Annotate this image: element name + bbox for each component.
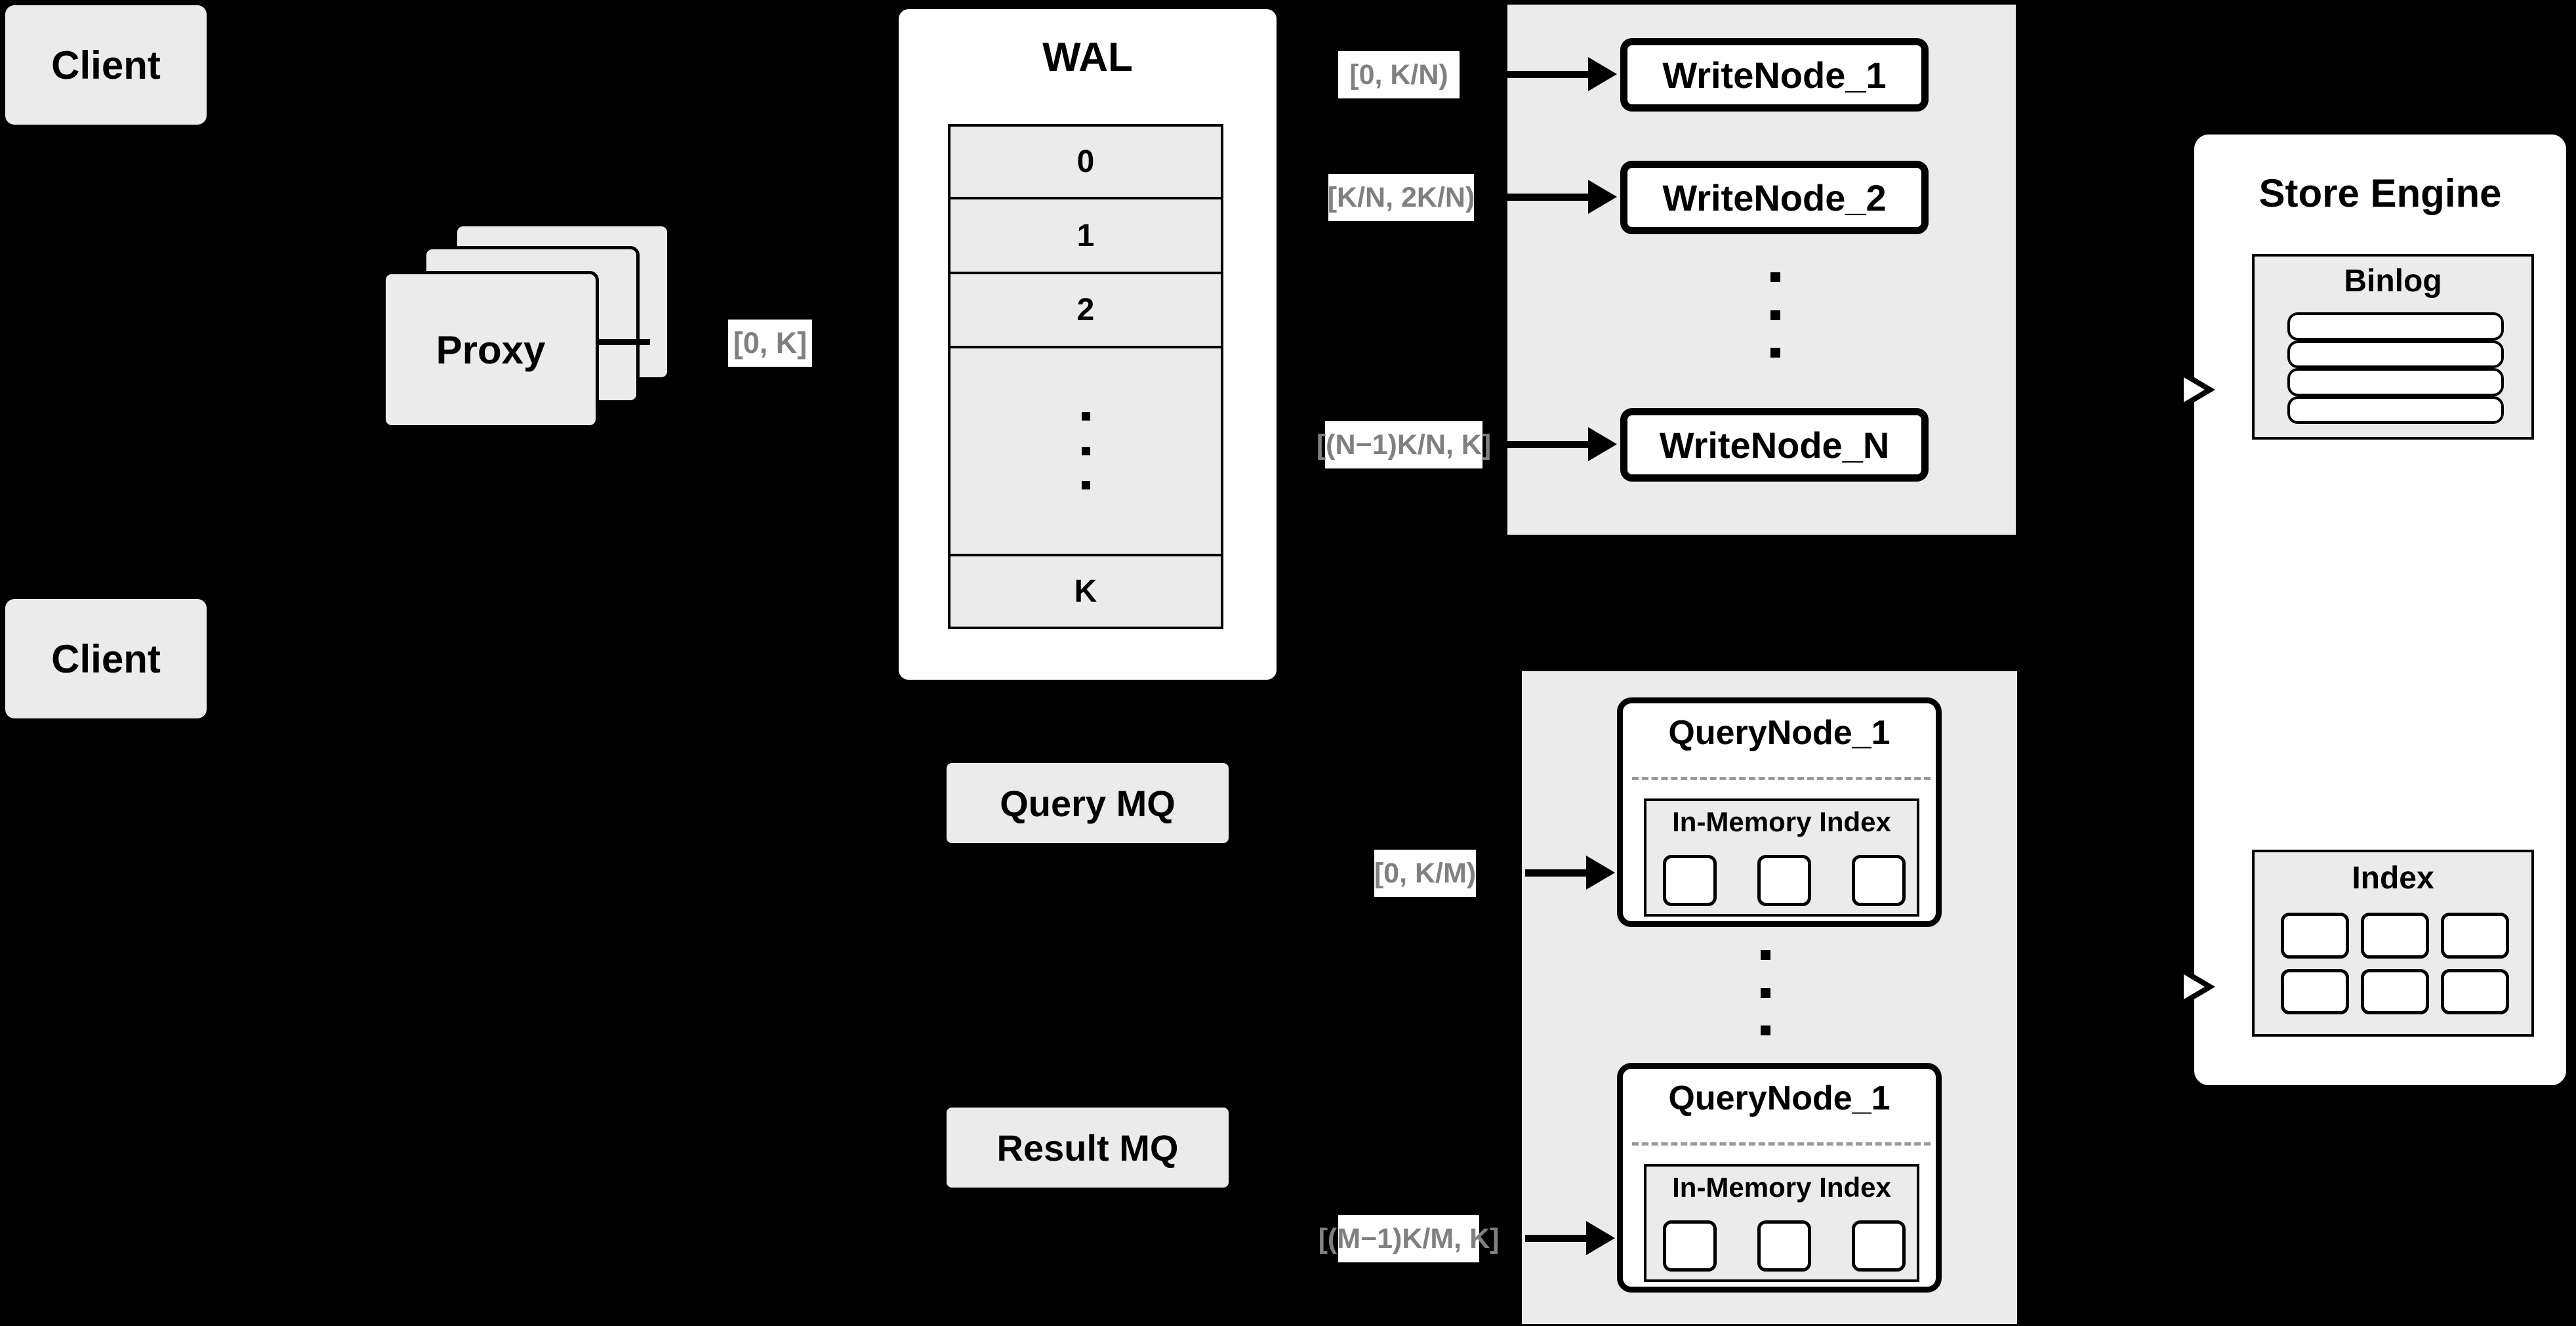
- wal-row[interactable]: 0: [951, 127, 1221, 200]
- wal-ellipsis-icon: [1081, 412, 1090, 490]
- arrow-head-to-index: [2184, 970, 2215, 1004]
- index-slot[interactable]: [1663, 1220, 1717, 1272]
- query-node-m[interactable]: QueryNode_1 In-Memory Index: [1617, 1063, 1942, 1293]
- arrow-line-to-query-node-1: [1525, 869, 1591, 877]
- write-cluster-ellipsis-icon: [1770, 272, 1780, 358]
- query-node-1-in-memory-index: In-Memory Index: [1644, 798, 1919, 917]
- write-node-n-label: WriteNode_N: [1659, 424, 1890, 466]
- query-node-1-index-title: In-Memory Index: [1672, 806, 1891, 837]
- arrow-line-to-write-node-n: [1502, 441, 1591, 448]
- wal-row-ellipsis: [951, 348, 1221, 556]
- arrow-head-to-query-node-1: [1586, 856, 1615, 890]
- client-label-2: Client: [51, 636, 161, 681]
- proxy-to-wal-line: [599, 339, 650, 345]
- edge-label-to-write-node-n: [(N−1)K/N, K]: [1317, 421, 1491, 468]
- wal-row-label: 0: [1076, 144, 1095, 180]
- write-node-1[interactable]: WriteNode_1: [1620, 38, 1929, 112]
- binlog-segment[interactable]: [2287, 312, 2504, 341]
- wal-row-label: 1: [1076, 218, 1095, 253]
- wal-panel: WAL 0 1 2 K: [894, 5, 1281, 684]
- write-node-n[interactable]: WriteNode_N: [1620, 408, 1929, 482]
- write-node-1-label: WriteNode_1: [1662, 54, 1887, 96]
- query-node-1[interactable]: QueryNode_1 In-Memory Index: [1617, 697, 1942, 927]
- query-node-m-in-memory-index: In-Memory Index: [1644, 1164, 1919, 1282]
- edge-label-to-write-node-1-text: [0, K/N): [1349, 58, 1448, 91]
- index-slot[interactable]: [1852, 1220, 1906, 1272]
- index-slot[interactable]: [1852, 855, 1906, 906]
- proxy-box[interactable]: Proxy: [382, 271, 599, 428]
- query-node-m-index-slots: [1663, 1220, 1906, 1272]
- wal-row[interactable]: 2: [951, 274, 1221, 349]
- edge-label-to-write-node-2: [K/N, 2K/N): [1327, 174, 1475, 221]
- edge-label-to-query-node-m-text: [(M−1)K/M, K]: [1318, 1222, 1500, 1254]
- query-cluster-ellipsis-icon: [1760, 950, 1770, 1035]
- binlog-panel: Binlog: [2252, 254, 2534, 440]
- index-cell[interactable]: [2441, 913, 2509, 959]
- proxy-label: Proxy: [436, 327, 546, 372]
- edge-label-to-query-node-1: [0, K/M): [1374, 850, 1476, 897]
- arrow-line-to-write-node-1: [1502, 71, 1591, 78]
- index-panel: Index: [2252, 850, 2534, 1037]
- client-box-2[interactable]: Client: [5, 599, 207, 718]
- arrow-line-to-write-node-2: [1502, 194, 1591, 201]
- result-mq-label: Result MQ: [996, 1127, 1179, 1169]
- write-node-2-label: WriteNode_2: [1662, 176, 1887, 218]
- arrow-line-to-binlog: [2158, 387, 2188, 392]
- store-engine-title: Store Engine: [2259, 171, 2502, 215]
- index-cell[interactable]: [2281, 913, 2349, 959]
- query-node-m-label: QueryNode_1: [1668, 1079, 1891, 1117]
- arrow-head-to-binlog: [2184, 373, 2215, 407]
- binlog-segment[interactable]: [2287, 368, 2504, 396]
- edge-label-proxy-to-wal: [0, K]: [728, 320, 812, 367]
- edge-label-proxy-to-wal-text: [0, K]: [733, 326, 808, 360]
- query-mq-label: Query MQ: [1000, 782, 1176, 824]
- index-title: Index: [2352, 861, 2434, 896]
- binlog-segment-list: [2287, 312, 2504, 424]
- arrow-head-to-write-node-1: [1588, 57, 1617, 91]
- arrow-line-to-index: [2158, 950, 2188, 955]
- client-label-1: Client: [51, 43, 161, 87]
- index-slot[interactable]: [1757, 1220, 1811, 1272]
- index-slot[interactable]: [1663, 855, 1717, 906]
- edge-label-to-query-node-m: [(M−1)K/M, K]: [1319, 1215, 1499, 1262]
- index-cell[interactable]: [2441, 968, 2509, 1014]
- edge-label-to-write-node-1: [0, K/N): [1338, 51, 1460, 98]
- result-mq-box[interactable]: Result MQ: [947, 1108, 1229, 1188]
- edge-label-to-write-node-2-text: [K/N, 2K/N): [1327, 181, 1475, 213]
- wal-row[interactable]: K: [951, 556, 1221, 627]
- query-node-1-index-slots: [1663, 855, 1906, 906]
- wal-title: WAL: [1042, 35, 1133, 80]
- query-node-1-separator: [1632, 777, 1931, 780]
- binlog-title: Binlog: [2344, 264, 2442, 299]
- wal-row-list: 0 1 2 K: [948, 124, 1223, 629]
- binlog-segment[interactable]: [2287, 340, 2504, 368]
- query-node-1-label: QueryNode_1: [1668, 714, 1891, 752]
- store-engine-panel: Store Engine Binlog Index: [2189, 129, 2571, 1090]
- index-cell-grid: [2281, 913, 2509, 1014]
- wal-row[interactable]: 1: [951, 199, 1221, 274]
- wal-row-label: K: [1074, 573, 1097, 609]
- index-slot[interactable]: [1757, 855, 1811, 906]
- edge-label-to-query-node-1-text: [0, K/M): [1374, 857, 1477, 889]
- arrow-head-to-write-node-n: [1588, 427, 1617, 461]
- binlog-segment[interactable]: [2287, 396, 2504, 424]
- index-cell[interactable]: [2361, 968, 2429, 1014]
- arrow-line-to-query-node-m: [1525, 1235, 1591, 1242]
- query-node-m-separator: [1632, 1142, 1931, 1146]
- edge-label-to-write-node-n-text: [(N−1)K/N, K]: [1316, 428, 1492, 461]
- write-node-2[interactable]: WriteNode_2: [1620, 161, 1929, 234]
- index-cell[interactable]: [2281, 968, 2349, 1014]
- query-mq-box[interactable]: Query MQ: [947, 763, 1229, 843]
- arrow-head-to-query-node-m: [1586, 1221, 1615, 1255]
- index-cell[interactable]: [2361, 913, 2429, 959]
- wal-row-label: 2: [1076, 292, 1095, 327]
- query-node-m-index-title: In-Memory Index: [1672, 1172, 1891, 1203]
- client-box-1[interactable]: Client: [5, 5, 207, 125]
- arrow-head-to-write-node-2: [1588, 180, 1617, 214]
